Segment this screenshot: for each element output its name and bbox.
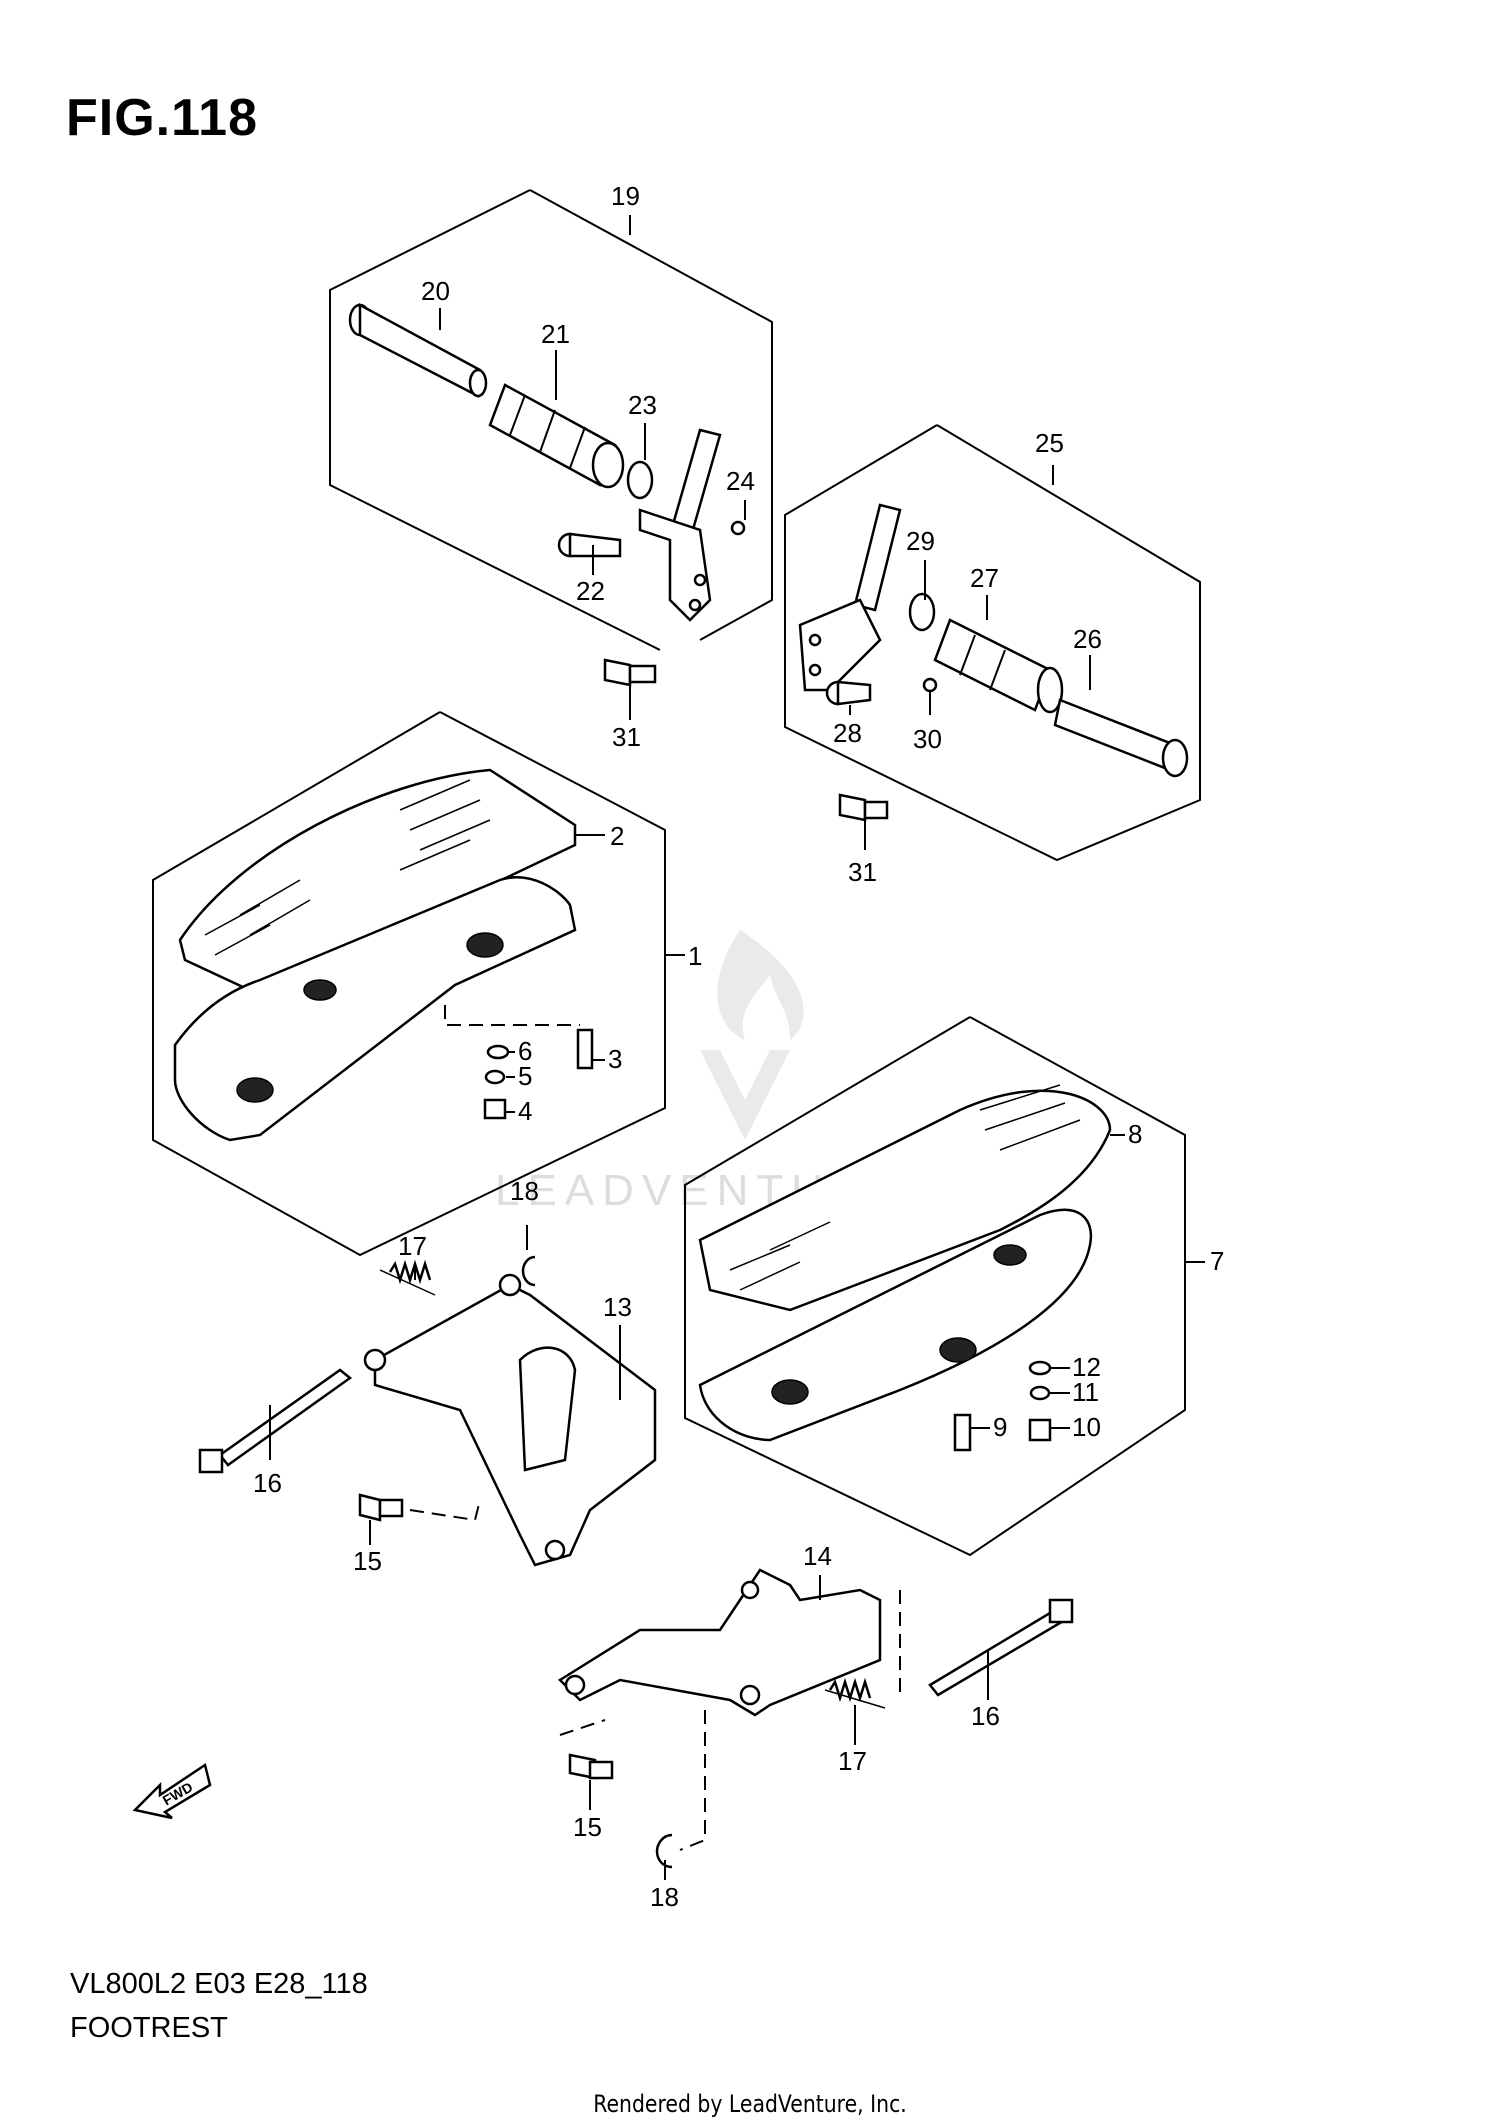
callout-31-b: 31 (848, 857, 877, 887)
washer-23 (626, 460, 654, 500)
callout-10: 10 (1072, 1412, 1101, 1442)
callout-leaders (269, 215, 1205, 1880)
bracket-upper-left (638, 428, 722, 622)
callout-12: 12 (1072, 1352, 1101, 1382)
callout-5: 5 (518, 1061, 532, 1091)
callout-9: 9 (993, 1412, 1007, 1442)
callout-21: 21 (541, 319, 570, 349)
bolt-31-b (838, 793, 889, 822)
hardware-3-6 (483, 1028, 594, 1120)
leader-1-hardware (444, 1005, 580, 1026)
leader-18-b (679, 1710, 706, 1851)
callout-30: 30 (913, 724, 942, 754)
callout-15-b: 15 (573, 1812, 602, 1842)
callout-29: 29 (906, 526, 935, 556)
callout-22: 22 (576, 576, 605, 606)
assembly-7-box (684, 1016, 1186, 1557)
rendered-by-credit: Rendered by LeadVenture, Inc. (593, 2090, 907, 2118)
callout-23: 23 (628, 390, 657, 420)
callout-15-a: 15 (353, 1546, 382, 1576)
callout-24: 24 (726, 466, 755, 496)
bolt-31-a (603, 658, 657, 687)
leader-15-a (409, 1499, 481, 1522)
callout-18-b: 18 (650, 1882, 679, 1912)
callout-4: 4 (518, 1096, 532, 1126)
callout-18-a: 18 (510, 1176, 539, 1206)
clip-24 (730, 520, 746, 536)
bracket-upper-right (798, 503, 902, 692)
bracket-14 (558, 1568, 882, 1717)
callout-17-a: 17 (398, 1231, 427, 1261)
bolt-16-a (198, 1368, 353, 1474)
callout-2: 2 (610, 821, 624, 851)
spring-17-b (824, 1677, 886, 1709)
mat-8 (698, 1084, 1112, 1312)
assembly-25-box (784, 424, 1201, 862)
assembly-1-box (152, 711, 666, 1257)
callout-27: 27 (970, 563, 999, 593)
callout-19: 19 (611, 181, 640, 211)
floorboard-7 (698, 1208, 1093, 1442)
callout-7: 7 (1210, 1246, 1224, 1276)
callout-8: 8 (1128, 1119, 1142, 1149)
hardware-9-12 (953, 1360, 1052, 1452)
callout-11: 11 (1072, 1377, 1099, 1407)
assembly-19-box (329, 189, 773, 651)
pin-26 (1053, 698, 1189, 778)
floorboard-1 (173, 876, 577, 1142)
fwd-arrow-icon: FWD (132, 1762, 212, 1820)
leader-15-b (559, 1719, 606, 1736)
callout-labels: 19 20 21 23 24 22 31 25 29 27 26 28 30 3… (253, 181, 1224, 1912)
grip-27 (933, 618, 1064, 714)
spring-17-a (379, 1259, 436, 1296)
callout-17-b: 17 (838, 1746, 867, 1776)
callout-25: 25 (1035, 428, 1064, 458)
callout-1: 1 (688, 941, 702, 971)
clip-18-a (521, 1255, 536, 1287)
washer-29 (908, 592, 936, 632)
section-name: FOOTREST (70, 2012, 228, 2044)
pin-28 (825, 680, 872, 706)
callout-13: 13 (603, 1292, 632, 1322)
callout-26: 26 (1073, 624, 1102, 654)
mat-2 (178, 768, 577, 997)
callout-14: 14 (803, 1541, 832, 1571)
figure-title: FIG.118 (66, 89, 258, 147)
leadventure-watermark: LEADVENTURE (495, 930, 900, 1215)
bolt-15-a (358, 1493, 404, 1522)
callout-20: 20 (421, 276, 450, 306)
bolt-16-b (928, 1598, 1074, 1697)
model-code: VL800L2 E03 E28_118 (70, 1968, 368, 2000)
callout-16-b: 16 (971, 1701, 1000, 1731)
clip-30 (922, 677, 938, 693)
callout-31-a: 31 (612, 722, 641, 752)
callout-16-a: 16 (253, 1468, 282, 1498)
bolt-15-b (568, 1753, 614, 1780)
callout-28: 28 (833, 718, 862, 748)
bracket-13 (363, 1273, 657, 1567)
callout-3: 3 (608, 1044, 622, 1074)
pin-22 (557, 532, 622, 558)
grip-21 (488, 383, 625, 489)
pin-20 (348, 302, 488, 398)
callout-6: 6 (518, 1036, 532, 1066)
